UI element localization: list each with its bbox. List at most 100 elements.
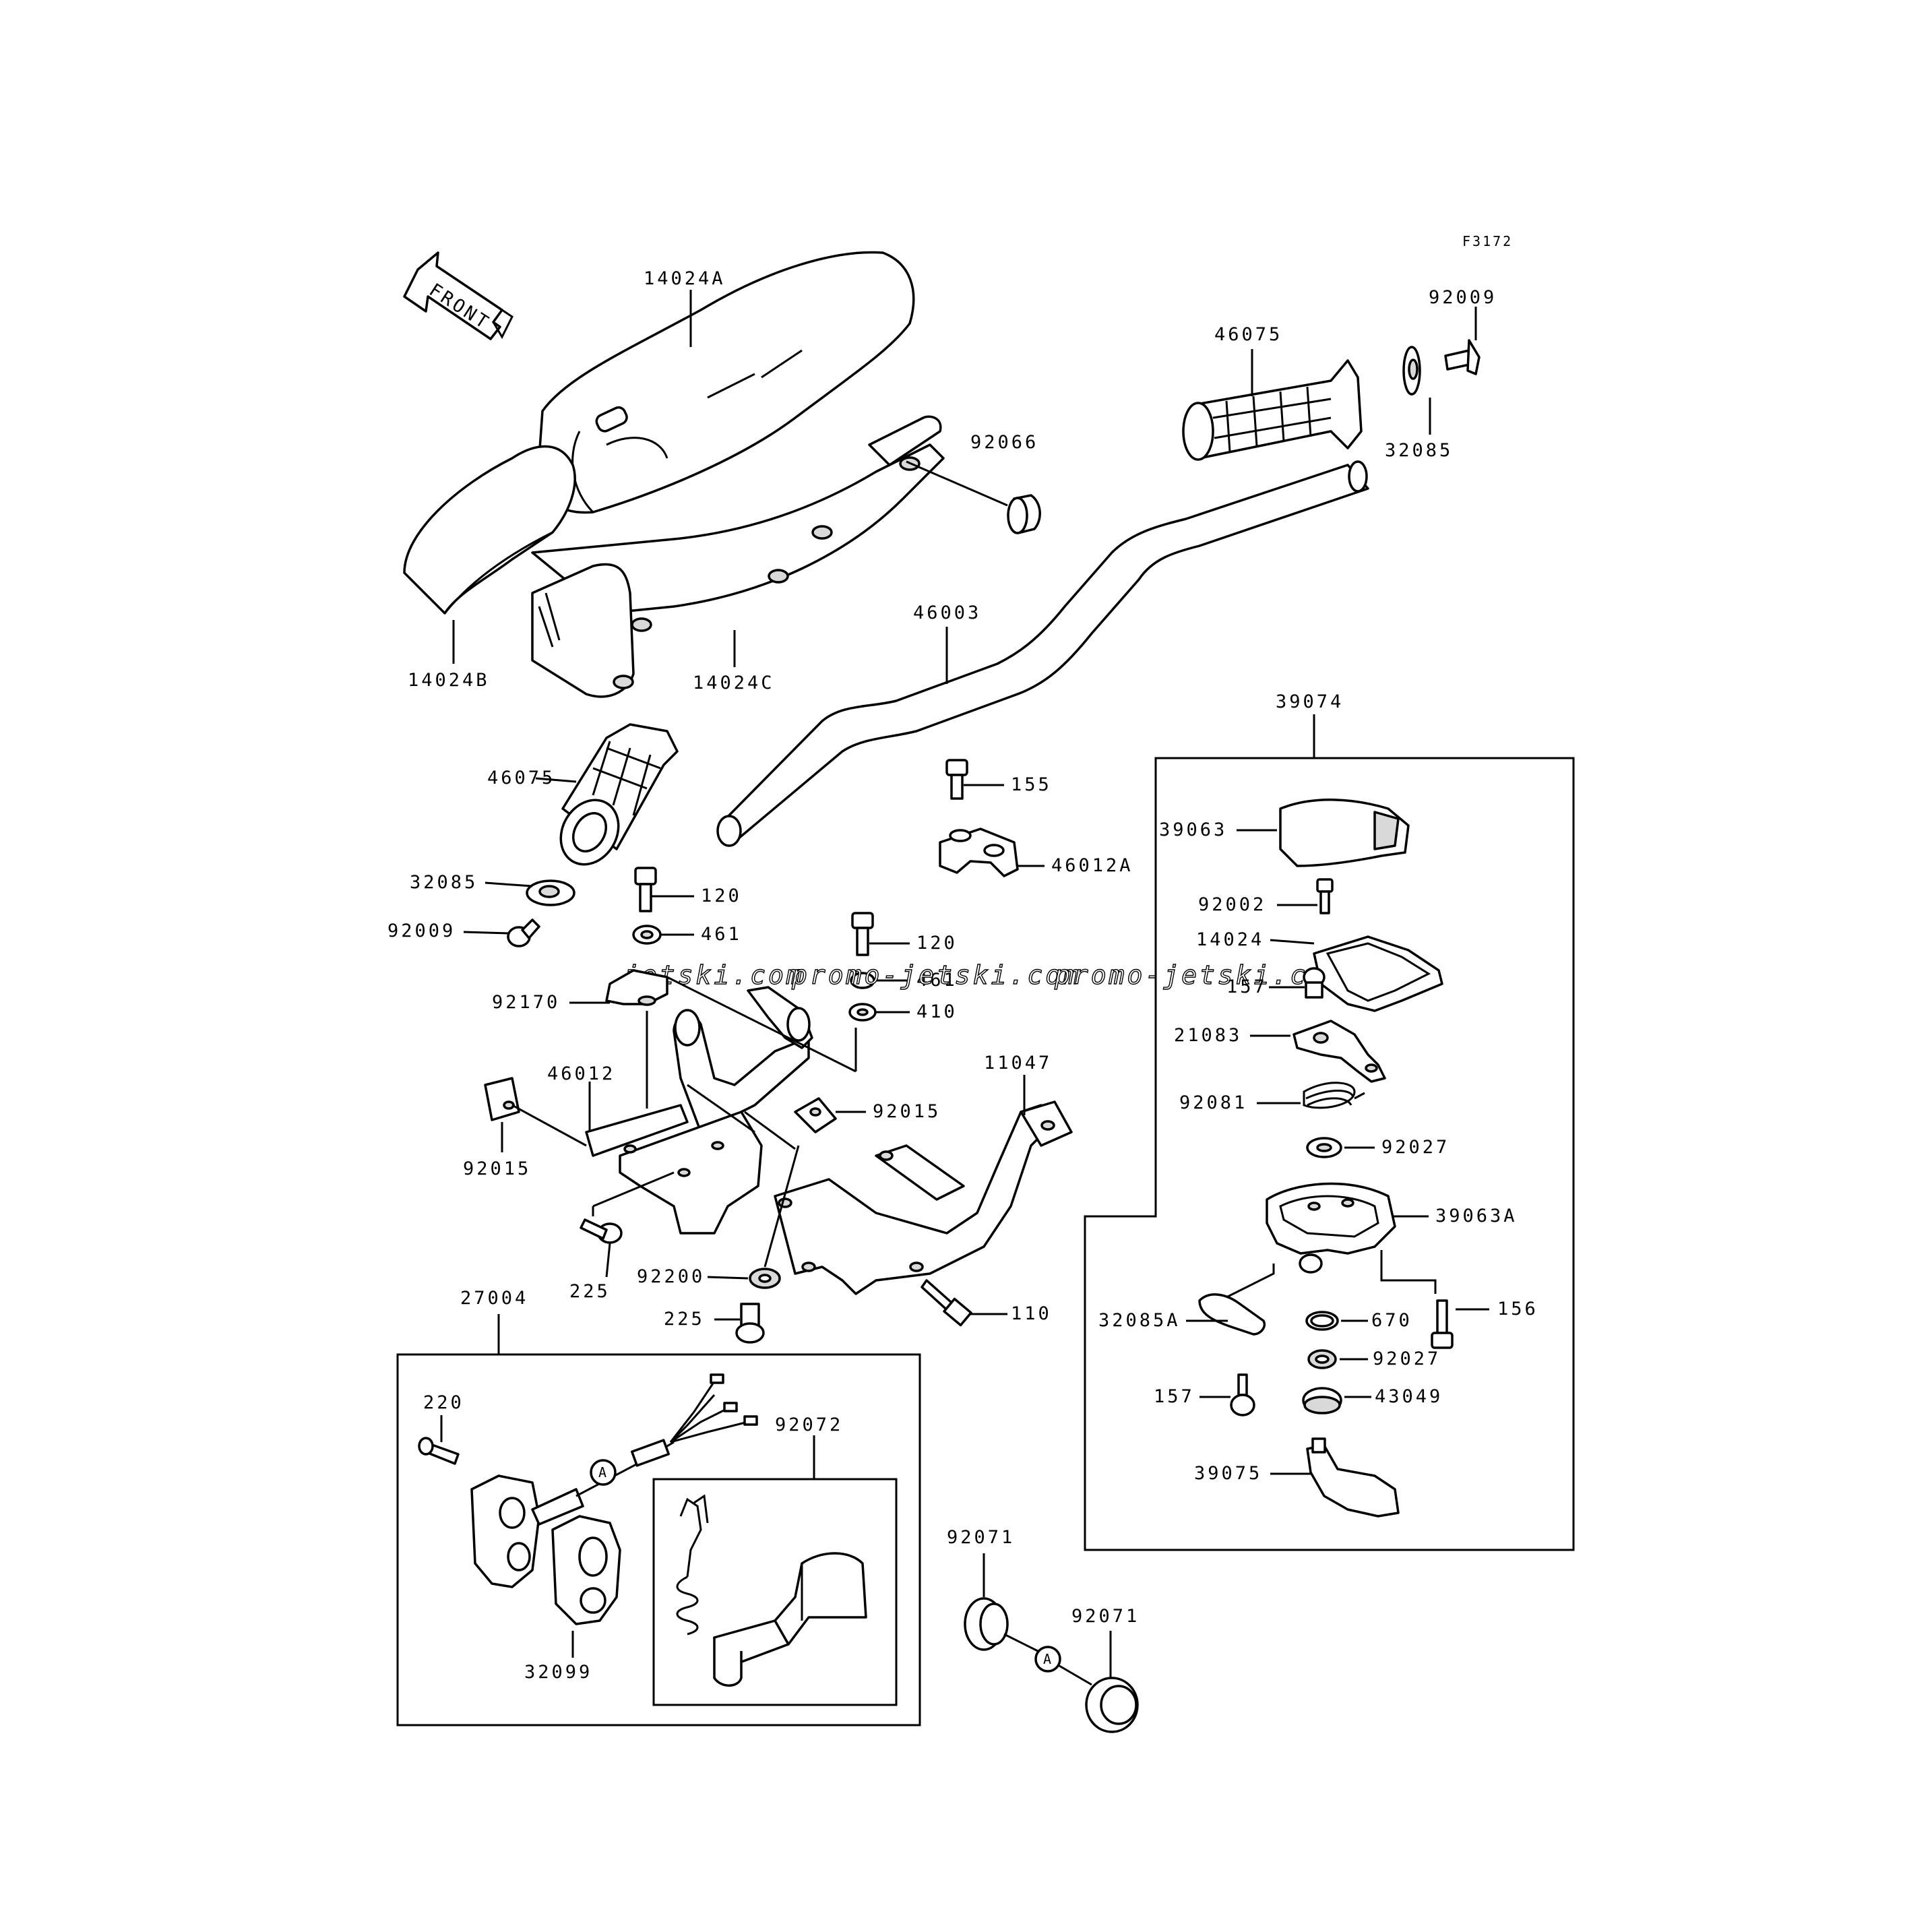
figure-ref-code: F3172 <box>1462 233 1513 249</box>
washer-92200 <box>749 1268 781 1289</box>
label-461-a: 461 <box>701 924 742 945</box>
label-670: 670 <box>1371 1310 1412 1331</box>
lever-21083 <box>1292 1020 1386 1083</box>
label-46075-left: 46075 <box>487 768 555 788</box>
bolt-157-b <box>1230 1373 1255 1416</box>
handlebar-holder-46012 <box>585 986 813 1235</box>
label-157-b: 157 <box>1154 1386 1195 1407</box>
screw-225-b <box>735 1303 765 1344</box>
label-92071-b: 92071 <box>1071 1606 1140 1627</box>
label-461-b: 461 <box>916 970 958 991</box>
bracket-11047 <box>774 1100 1073 1295</box>
screw-92009-top <box>1444 339 1481 375</box>
label-46003: 46003 <box>913 602 981 623</box>
callout-marker-a-1-label: A <box>598 1464 609 1481</box>
label-14024A: 14024A <box>644 268 726 289</box>
watermark-2: promo-jetski.com <box>791 960 1082 990</box>
watermark-3: promo-jetski.com <box>1054 960 1344 990</box>
screw-225-a <box>580 1218 623 1244</box>
callout-marker-a-2-label: A <box>1043 1651 1053 1667</box>
gasket-14024 <box>1313 935 1443 1012</box>
label-39074: 39074 <box>1276 691 1344 712</box>
label-39063: 39063 <box>1159 819 1227 840</box>
callout-marker-a-2: A <box>1034 1646 1061 1673</box>
bolt-155 <box>945 759 968 800</box>
clip-92015-left <box>484 1077 520 1121</box>
spring-92081 <box>1303 1082 1365 1109</box>
end-cap-32085-left <box>526 879 575 906</box>
switch-32099 <box>551 1515 621 1625</box>
label-14024B: 14024B <box>408 670 490 691</box>
label-32085-top: 32085 <box>1385 440 1453 461</box>
label-157-a: 157 <box>1226 976 1268 997</box>
label-14024C: 14024C <box>693 673 775 693</box>
bolt-110 <box>921 1279 972 1327</box>
lanyard-box-92072 <box>652 1478 898 1706</box>
washer-410 <box>848 1003 877 1022</box>
label-120-b: 120 <box>916 933 958 954</box>
collar-32085A <box>1198 1293 1266 1336</box>
o-ring-670 <box>1305 1311 1339 1331</box>
label-32085A: 32085A <box>1098 1310 1181 1331</box>
label-14024: 14024 <box>1196 929 1264 950</box>
cover-39063 <box>1279 799 1410 867</box>
bolt-157-a <box>1303 967 1326 999</box>
label-27004: 27004 <box>460 1288 528 1309</box>
seat-assembly <box>403 251 945 698</box>
washer-461-b <box>850 972 875 989</box>
washer-461-a <box>632 925 662 945</box>
label-120-a: 120 <box>701 885 742 906</box>
label-220: 220 <box>423 1392 464 1413</box>
bolt-120-b <box>851 912 874 956</box>
clamp-46012A <box>939 828 1019 877</box>
label-32099: 32099 <box>524 1662 592 1683</box>
handlebar-46003 <box>716 460 1369 847</box>
label-92015-right: 92015 <box>873 1101 941 1122</box>
label-92015-left: 92015 <box>463 1158 531 1179</box>
screw-92002 <box>1316 878 1334 914</box>
screw-220 <box>418 1437 460 1465</box>
clip-92015-right <box>794 1097 837 1133</box>
plug-92066 <box>1007 494 1041 534</box>
label-46012: 46012 <box>547 1063 615 1084</box>
label-225-b: 225 <box>664 1309 705 1330</box>
lever-39075 <box>1306 1437 1400 1518</box>
label-32085-left: 32085 <box>410 872 478 893</box>
front-arrow-icon: FRONT <box>403 251 513 340</box>
cable-guide-92170 <box>605 969 668 1006</box>
lanyard-92072 <box>676 1494 867 1687</box>
seal-92071-a <box>964 1597 1009 1651</box>
label-92009-top: 92009 <box>1429 287 1497 308</box>
label-92170: 92170 <box>492 992 560 1013</box>
switch-housing <box>470 1474 584 1588</box>
switch-assembly-box <box>396 1353 921 1726</box>
screw-92009-left <box>507 918 540 947</box>
bolt-120-a <box>634 867 657 912</box>
label-155: 155 <box>1011 774 1052 795</box>
label-43049: 43049 <box>1375 1386 1443 1407</box>
washer-92027-b <box>1307 1349 1337 1369</box>
label-39075: 39075 <box>1194 1463 1262 1484</box>
washer-92027-a <box>1306 1137 1342 1158</box>
label-110: 110 <box>1011 1303 1052 1324</box>
label-39063A: 39063A <box>1435 1206 1518 1226</box>
bolt-156 <box>1431 1299 1454 1349</box>
label-156: 156 <box>1497 1299 1538 1319</box>
seal-43049 <box>1302 1387 1342 1414</box>
label-92027-a: 92027 <box>1381 1137 1450 1158</box>
label-92072: 92072 <box>775 1414 843 1435</box>
end-cap-32085-top <box>1402 346 1421 396</box>
grip-46075-right <box>1182 359 1363 461</box>
label-92027-b: 92027 <box>1373 1348 1441 1369</box>
case-39063A <box>1266 1182 1396 1274</box>
seal-92071-b <box>1085 1677 1139 1733</box>
label-92066: 92066 <box>970 432 1038 453</box>
callout-marker-a-1: A <box>590 1459 617 1486</box>
label-46075-top: 46075 <box>1214 324 1282 345</box>
label-225-a: 225 <box>569 1281 611 1302</box>
wire-harness <box>575 1373 758 1497</box>
label-92071-a: 92071 <box>947 1527 1015 1548</box>
label-11047: 11047 <box>984 1053 1052 1073</box>
grip-46075-left <box>559 723 679 866</box>
